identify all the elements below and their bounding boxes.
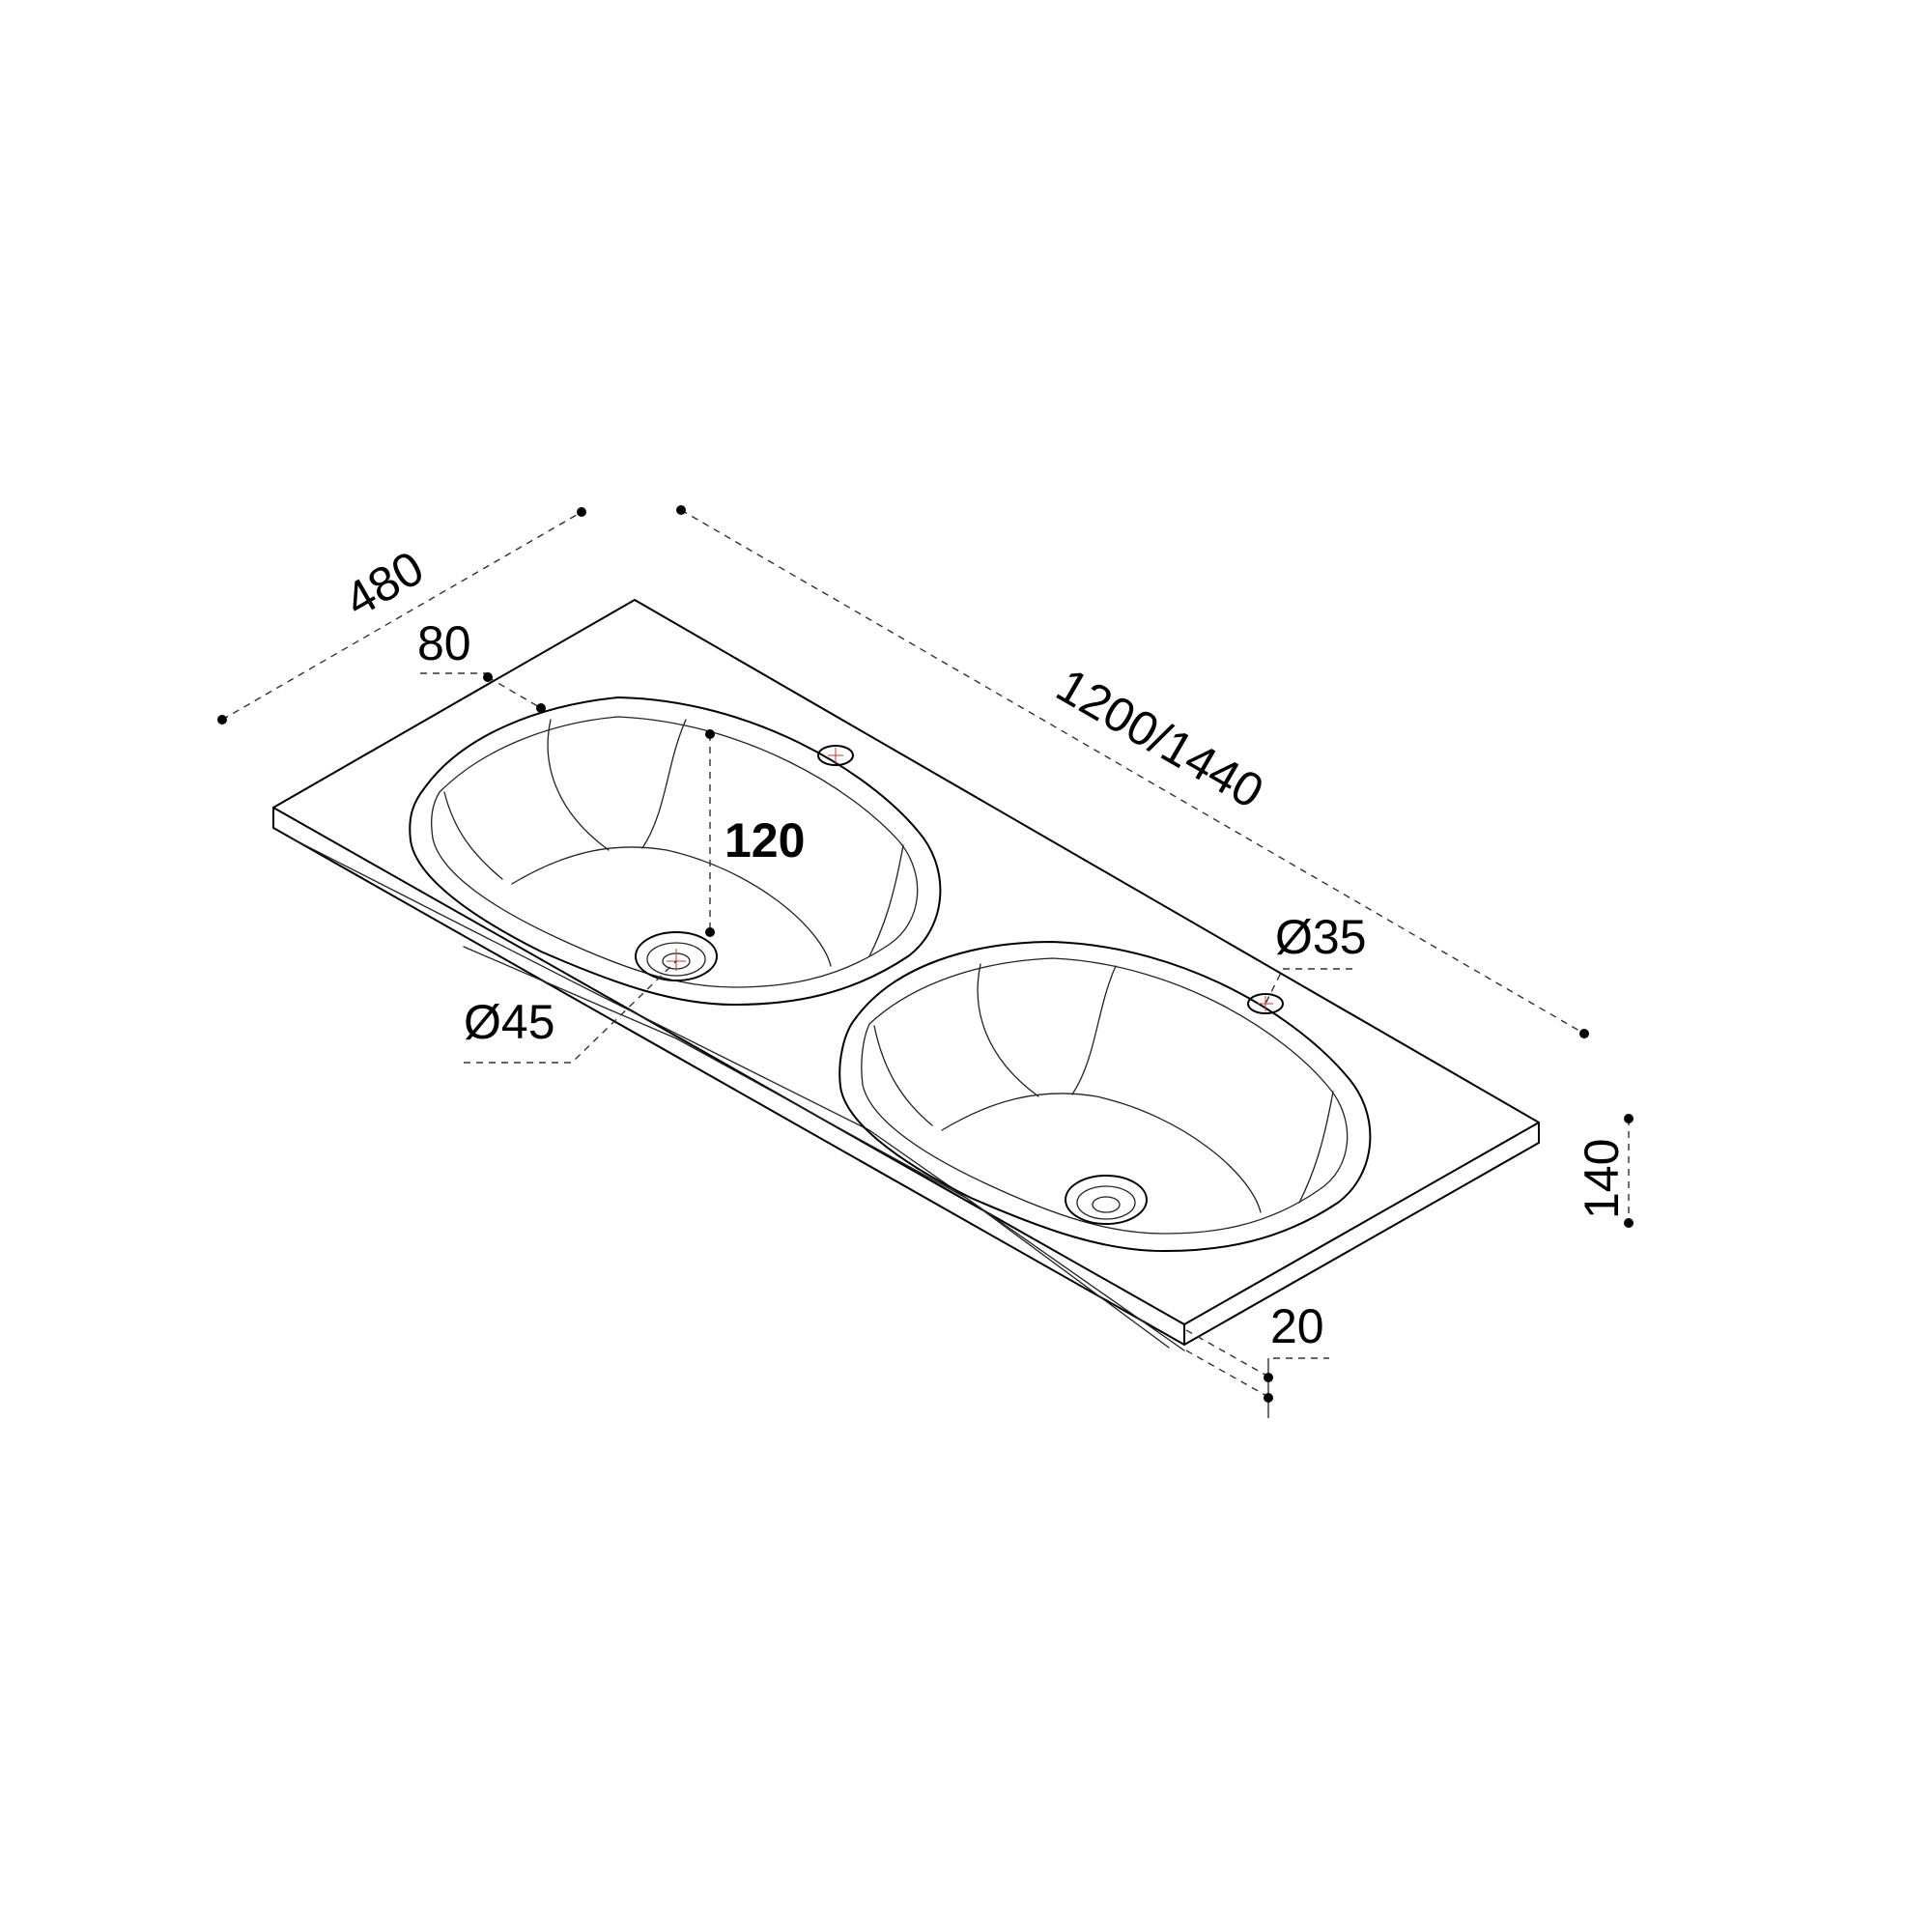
thickness-extension-b <box>1185 1350 1269 1398</box>
right-basin-side-curve-4 <box>1298 1091 1334 1204</box>
right-basin-side-curve-3 <box>873 1025 933 1126</box>
countertop-skirt <box>289 837 1185 1351</box>
depth-dimension-end-a <box>217 715 227 724</box>
length-dimension-end-a <box>676 505 686 515</box>
thickness-extension-a <box>1185 1329 1269 1378</box>
offset-dimension-end-a <box>483 672 493 682</box>
offset-dimension-line <box>487 676 542 709</box>
left-tap-hole <box>817 745 854 766</box>
thickness-dimension-end-b <box>1264 1393 1273 1403</box>
left-basin-side-curve-1 <box>547 719 610 851</box>
countertop-skirt-lower <box>463 946 1170 1349</box>
left-basin-side-curve-2 <box>641 719 687 849</box>
basin-offset-label: 80 <box>417 616 471 670</box>
right-basin-floor <box>941 1093 1262 1213</box>
tap-holes <box>817 745 1284 1014</box>
offset-dimension-end-b <box>536 703 546 713</box>
countertop-slab <box>272 599 1540 1351</box>
right-basin-inner-rim <box>861 957 1349 1235</box>
right-basin-side-curve-1 <box>977 963 1039 1097</box>
left-basin-side-curve-3 <box>443 791 503 880</box>
left-waste-inner <box>646 942 706 977</box>
top-thickness-label: 20 <box>1270 1299 1324 1353</box>
right-waste-inner <box>1076 1185 1136 1220</box>
height-dimension-end-a <box>1624 1114 1634 1123</box>
waste-diameter-label: Ø45 <box>464 995 555 1049</box>
height-dimension-end-b <box>1624 1218 1634 1228</box>
left-basin-rim <box>409 696 942 1006</box>
depth-dimension-end-b <box>577 507 586 517</box>
right-basin-side-curve-2 <box>1071 965 1117 1095</box>
right-tap-hole <box>1247 993 1284 1014</box>
tap-hole-diameter-label: Ø35 <box>1275 910 1367 964</box>
length-dimension-end-b <box>1579 1029 1589 1038</box>
waste-diameter-leader <box>464 960 677 1064</box>
basin-depth-label: 120 <box>724 813 805 867</box>
countertop-side-edge <box>1183 1122 1540 1346</box>
depth-label: 480 <box>336 540 433 627</box>
right-waste-core <box>1092 1196 1121 1213</box>
left-basin-inner-rim <box>431 716 919 988</box>
left-basin-side-curve-4 <box>868 844 904 957</box>
tap-diameter-leader <box>1264 968 1352 1005</box>
length-dimension-line <box>680 509 1585 1035</box>
depth-dimension-line <box>221 511 582 721</box>
left-tap-hole-center <box>828 748 843 763</box>
right-waste-outer <box>1065 1175 1148 1225</box>
left-waste-outer <box>635 931 718 981</box>
basin-depth-end-a <box>705 729 715 739</box>
basin-depth-end-b <box>705 927 715 937</box>
left-basin-floor <box>511 846 832 967</box>
countertop-front-edge <box>272 807 1185 1346</box>
thickness-dimension-end-a <box>1264 1373 1273 1382</box>
dimension-lines <box>217 505 1634 1418</box>
right-basin-rim <box>838 941 1372 1252</box>
length-label: 1200/1440 <box>1048 658 1273 819</box>
total-height-label: 140 <box>1575 1139 1629 1219</box>
right-basin <box>838 941 1372 1252</box>
right-tap-hole-center <box>1258 996 1273 1011</box>
left-basin <box>409 696 942 1006</box>
